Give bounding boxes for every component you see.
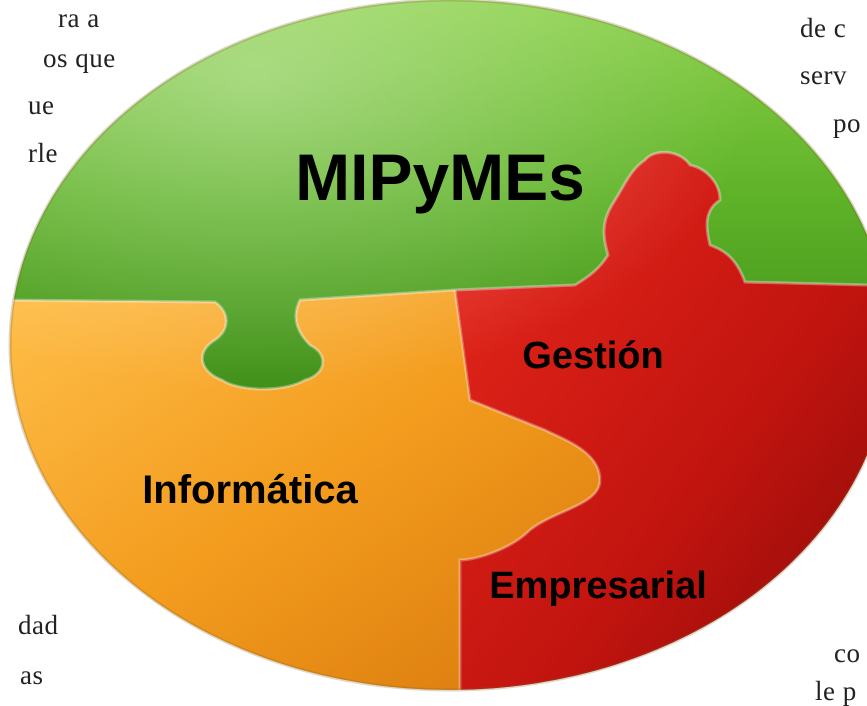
right-text-fragment-4: co xyxy=(834,638,861,668)
left-text-fragment-5: dad xyxy=(18,610,59,640)
left-text-fragment-6: as xyxy=(20,660,44,690)
left-text-fragment-1: ra a xyxy=(58,3,100,33)
gestion-label: Gestión xyxy=(522,335,663,377)
right-text-fragment-2: serv xyxy=(800,60,847,90)
right-text-fragment-1: de c xyxy=(800,13,847,43)
left-text-fragment-3: ue xyxy=(28,90,55,120)
right-text-fragment-3: po xyxy=(833,108,861,138)
puzzle-title-label: MIPyMEs xyxy=(295,140,585,214)
informatica-label: Informática xyxy=(142,468,358,512)
left-text-fragment-4: rle xyxy=(28,138,58,168)
left-text-fragment-2: os que xyxy=(43,43,116,73)
empresarial-label: Empresarial xyxy=(489,565,707,607)
